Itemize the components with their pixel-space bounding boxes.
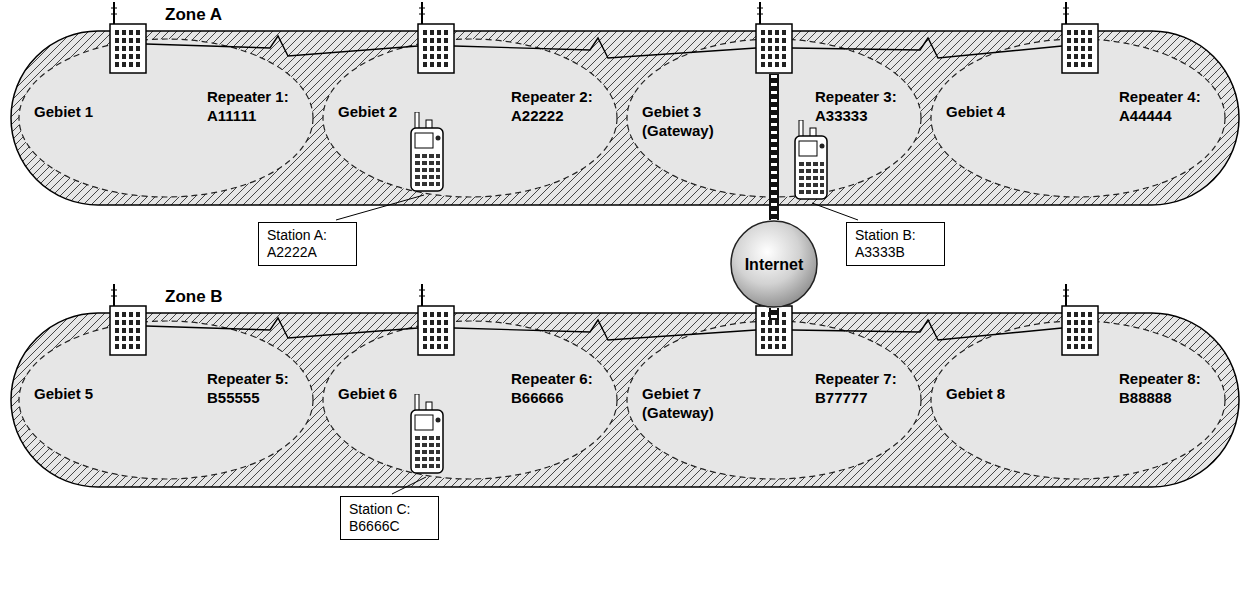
repeater-label: Repeater 7: B77777 <box>815 369 905 407</box>
zone-border <box>11 31 1239 205</box>
sphere-border <box>731 221 817 307</box>
repeater-tower <box>418 2 454 73</box>
station-callout: Station C: B6666C <box>340 496 439 540</box>
station-callout: Station B: A3333B <box>846 222 945 266</box>
area-border <box>323 39 617 197</box>
zone-fill <box>11 31 1239 205</box>
radio-link <box>146 318 418 338</box>
zone-title: Zone A <box>165 5 222 24</box>
network-link <box>769 308 779 320</box>
station-label: Station B: A3333B <box>855 227 935 261</box>
repeater-tower <box>1062 2 1098 73</box>
repeater-tower <box>418 284 454 355</box>
area-name: Gebiet 1 <box>34 102 124 121</box>
internet-sphere: Internet <box>730 220 818 308</box>
area-name: Gebiet 5 <box>34 384 124 403</box>
repeater-label: Repeater 5: B55555 <box>207 369 297 407</box>
repeater-label: Repeater 2: A22222 <box>511 87 601 125</box>
area-name: Gebiet 2 <box>338 102 428 121</box>
ladder-line <box>769 308 779 320</box>
area-ellipse: Gebiet 1 Repeater 1: A11111 <box>18 38 314 198</box>
leader-lines <box>336 195 858 494</box>
leader-line <box>336 195 424 220</box>
gateway-link <box>769 74 779 198</box>
station-callout: Station A: A2222A <box>258 222 357 266</box>
radio-link <box>454 38 756 58</box>
area-name: Gebiet 4 <box>946 102 1036 121</box>
radio-link <box>792 38 1062 58</box>
repeater-label: Repeater 8: B88888 <box>1119 369 1209 407</box>
handheld-radio <box>411 394 443 473</box>
station-label: Station C: B6666C <box>349 501 429 535</box>
leader-line <box>812 203 858 220</box>
leader-line <box>392 477 426 494</box>
area-name: Gebiet 3 (Gateway) <box>642 102 732 140</box>
area-border <box>19 39 313 197</box>
zone-border <box>11 313 1239 487</box>
repeater-label: Repeater 6: B66666 <box>511 369 601 407</box>
area-ellipse: Gebiet 6 Repeater 6: B66666 <box>322 320 618 480</box>
repeater-tower <box>756 2 792 73</box>
area-ellipse: Gebiet 5 Repeater 5: B55555 <box>18 320 314 480</box>
handheld-radio <box>795 120 827 199</box>
radio-link <box>146 36 418 56</box>
repeater-tower <box>110 284 146 355</box>
radio-link <box>792 320 1062 340</box>
repeater-label: Repeater 3: A33333 <box>815 87 905 125</box>
area-name: Gebiet 7 (Gateway) <box>642 384 732 422</box>
ladder-line <box>769 198 779 220</box>
repeater-tower <box>1062 284 1098 355</box>
radio-link <box>454 320 756 340</box>
station-label: Station A: A2222A <box>267 227 347 261</box>
handheld-radio <box>411 112 443 191</box>
area-border <box>19 321 313 479</box>
area-name: Gebiet 8 <box>946 384 1036 403</box>
zone-title: Zone B <box>165 287 223 306</box>
zone-fill <box>11 313 1239 487</box>
area-ellipse: Gebiet 2 Repeater 2: A22222 <box>322 38 618 198</box>
internet-label: Internet <box>745 255 804 274</box>
radio-links <box>146 36 1062 340</box>
network-link <box>769 198 779 220</box>
area-border <box>323 321 617 479</box>
area-name: Gebiet 6 <box>338 384 428 403</box>
repeater-tower <box>110 2 146 73</box>
repeater-label: Repeater 4: A44444 <box>1119 87 1209 125</box>
repeater-label: Repeater 1: A11111 <box>207 87 297 125</box>
